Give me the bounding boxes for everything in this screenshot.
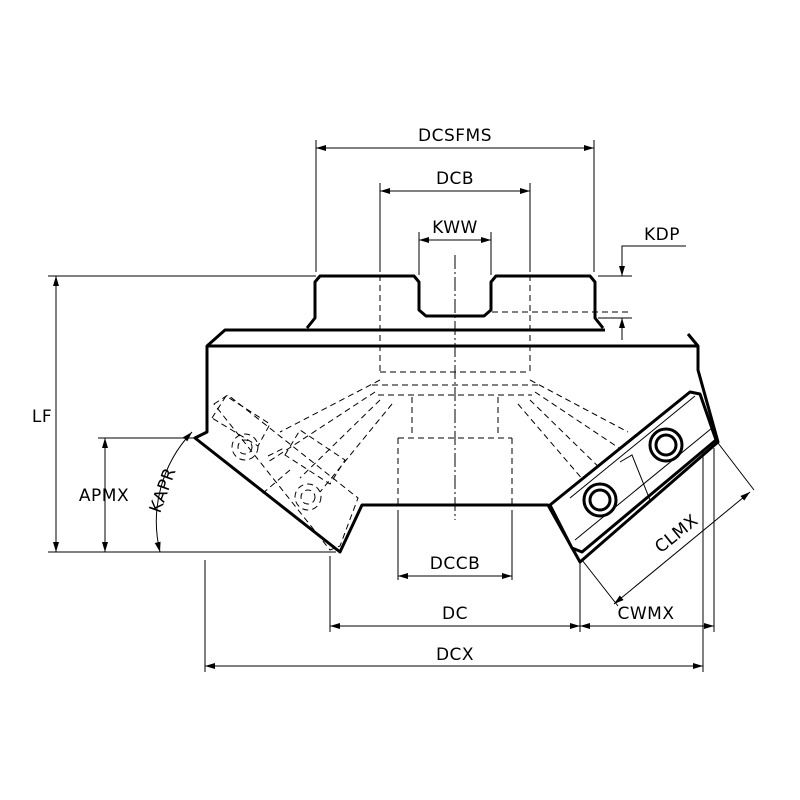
label-dcx: DCX xyxy=(436,645,474,665)
label-dcb: DCB xyxy=(436,169,474,189)
label-clmx: CLMX xyxy=(651,511,702,558)
dim-kdp-leader xyxy=(621,245,686,276)
label-dcsfms: DCSFMS xyxy=(418,126,492,146)
screw-hole-upper xyxy=(648,427,684,463)
hidden-lines xyxy=(211,275,641,508)
right-insert xyxy=(548,390,718,554)
dimension-labels: DCSFMS DCB KWW KDP LF APMX KAPR DCCB DC … xyxy=(32,126,703,665)
label-kapr: KAPR xyxy=(146,465,181,516)
extension-lines xyxy=(48,140,755,672)
label-lf: LF xyxy=(32,407,52,427)
label-kww: KWW xyxy=(432,218,478,238)
label-dccb: DCCB xyxy=(430,554,481,574)
cutter-body xyxy=(193,274,720,564)
label-kdp: KDP xyxy=(644,225,680,245)
label-dc: DC xyxy=(442,604,468,624)
dim-clmx xyxy=(613,491,751,605)
dimension-lines xyxy=(53,145,751,669)
label-apmx: APMX xyxy=(79,486,129,506)
left-insert xyxy=(213,394,359,551)
dim-kapr-arc xyxy=(154,431,193,553)
label-cwmx: CWMX xyxy=(618,604,675,624)
